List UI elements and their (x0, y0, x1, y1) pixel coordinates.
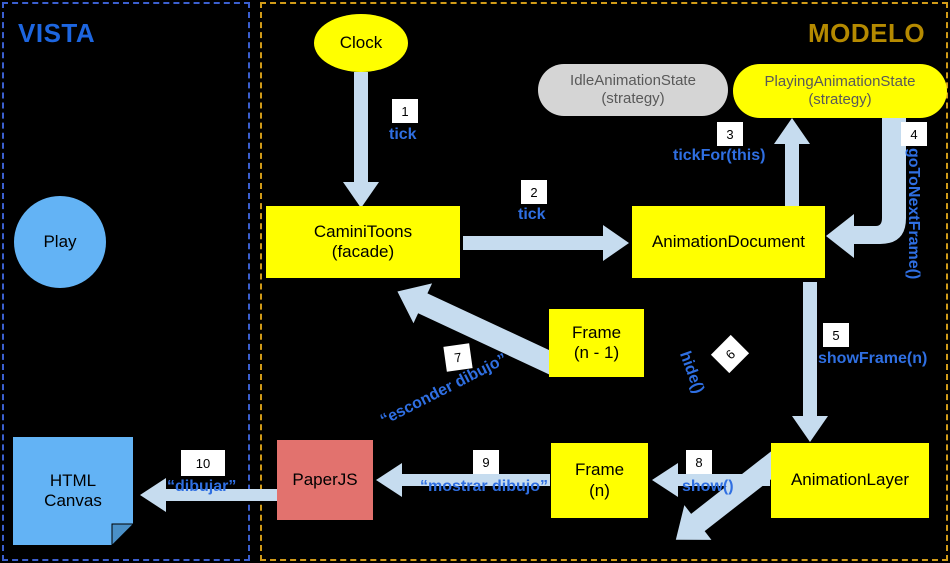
node-caminitoons[interactable]: CaminiToons (facade) (266, 206, 460, 278)
node-paperjs-label: PaperJS (292, 469, 358, 489)
message-label-2: tick (518, 206, 546, 223)
message-label-8: show() (682, 478, 734, 495)
message-label-10: “dibujar” (167, 478, 237, 495)
node-frame-current-line1: Frame (574, 460, 625, 480)
node-frame-previous-line2: (n - 1) (573, 343, 620, 362)
node-playing-animation-state-line2: (strategy) (808, 91, 872, 108)
arrow-9-mostrar (376, 463, 550, 497)
message-badge-4: 4 (901, 122, 927, 146)
node-frame-current-line2: (n) (589, 480, 610, 500)
vista-panel (2, 2, 250, 561)
modelo-panel-title: MODELO (808, 18, 926, 48)
node-play[interactable]: Play (14, 196, 106, 288)
node-clock[interactable]: Clock (314, 14, 408, 72)
node-html-canvas[interactable]: HTML Canvas (12, 436, 134, 546)
message-badge-1: 1 (392, 99, 418, 123)
arrow-8-show (652, 463, 770, 497)
vista-panel-title: VISTA (18, 18, 96, 48)
message-badge-3: 3 (717, 122, 743, 146)
message-badge-2: 2 (521, 180, 547, 204)
modelo-panel (260, 2, 948, 561)
node-animation-document-label: AnimationDocument (651, 231, 806, 251)
node-paperjs[interactable]: PaperJS (277, 440, 373, 520)
node-play-label: Play (43, 231, 77, 251)
arrow-7-esconder (370, 283, 564, 466)
message-label-9: “mostrar dibujo” (420, 478, 549, 495)
node-playing-animation-state-line1: PlayingAnimationState (764, 73, 916, 90)
node-clock-label: Clock (339, 32, 383, 52)
node-idle-animation-state[interactable]: IdleAnimationState (strategy) (538, 64, 728, 116)
message-badge-8: 8 (686, 450, 712, 474)
arrow-1-tick (343, 72, 379, 208)
arrow-6-hide (643, 346, 790, 540)
message-label-1: tick (389, 126, 417, 143)
arrow-10-dibujar (140, 478, 278, 512)
node-caminitoons-line1: CaminiToons (313, 221, 413, 241)
node-idle-animation-state-line1: IdleAnimationState (570, 72, 696, 89)
node-frame-previous-line1: Frame (571, 322, 622, 342)
node-animation-layer[interactable]: AnimationLayer (771, 443, 929, 518)
arrow-3-tickfor (774, 118, 810, 208)
arrow-4-gotonextframe (826, 118, 906, 258)
message-badge-5: 5 (823, 323, 849, 347)
node-frame-current[interactable]: Frame (n) (551, 443, 648, 518)
message-label-5: showFrame(n) (818, 350, 928, 367)
node-animation-layer-label: AnimationLayer (790, 470, 910, 490)
arrow-2-tick (463, 225, 629, 261)
message-label-3: tickFor(this) (673, 147, 766, 164)
node-idle-animation-state-line2: (strategy) (601, 90, 665, 107)
message-badge-10: 10 (181, 450, 225, 476)
node-caminitoons-line2: (facade) (331, 242, 395, 261)
node-animation-document[interactable]: AnimationDocument (632, 206, 825, 278)
arrow-5-showframe (792, 282, 828, 442)
node-frame-previous[interactable]: Frame (n - 1) (549, 309, 644, 377)
message-badge-9: 9 (473, 450, 499, 474)
message-label-4: goToNextFrame() (905, 148, 922, 280)
node-playing-animation-state[interactable]: PlayingAnimationState (strategy) (733, 64, 947, 118)
